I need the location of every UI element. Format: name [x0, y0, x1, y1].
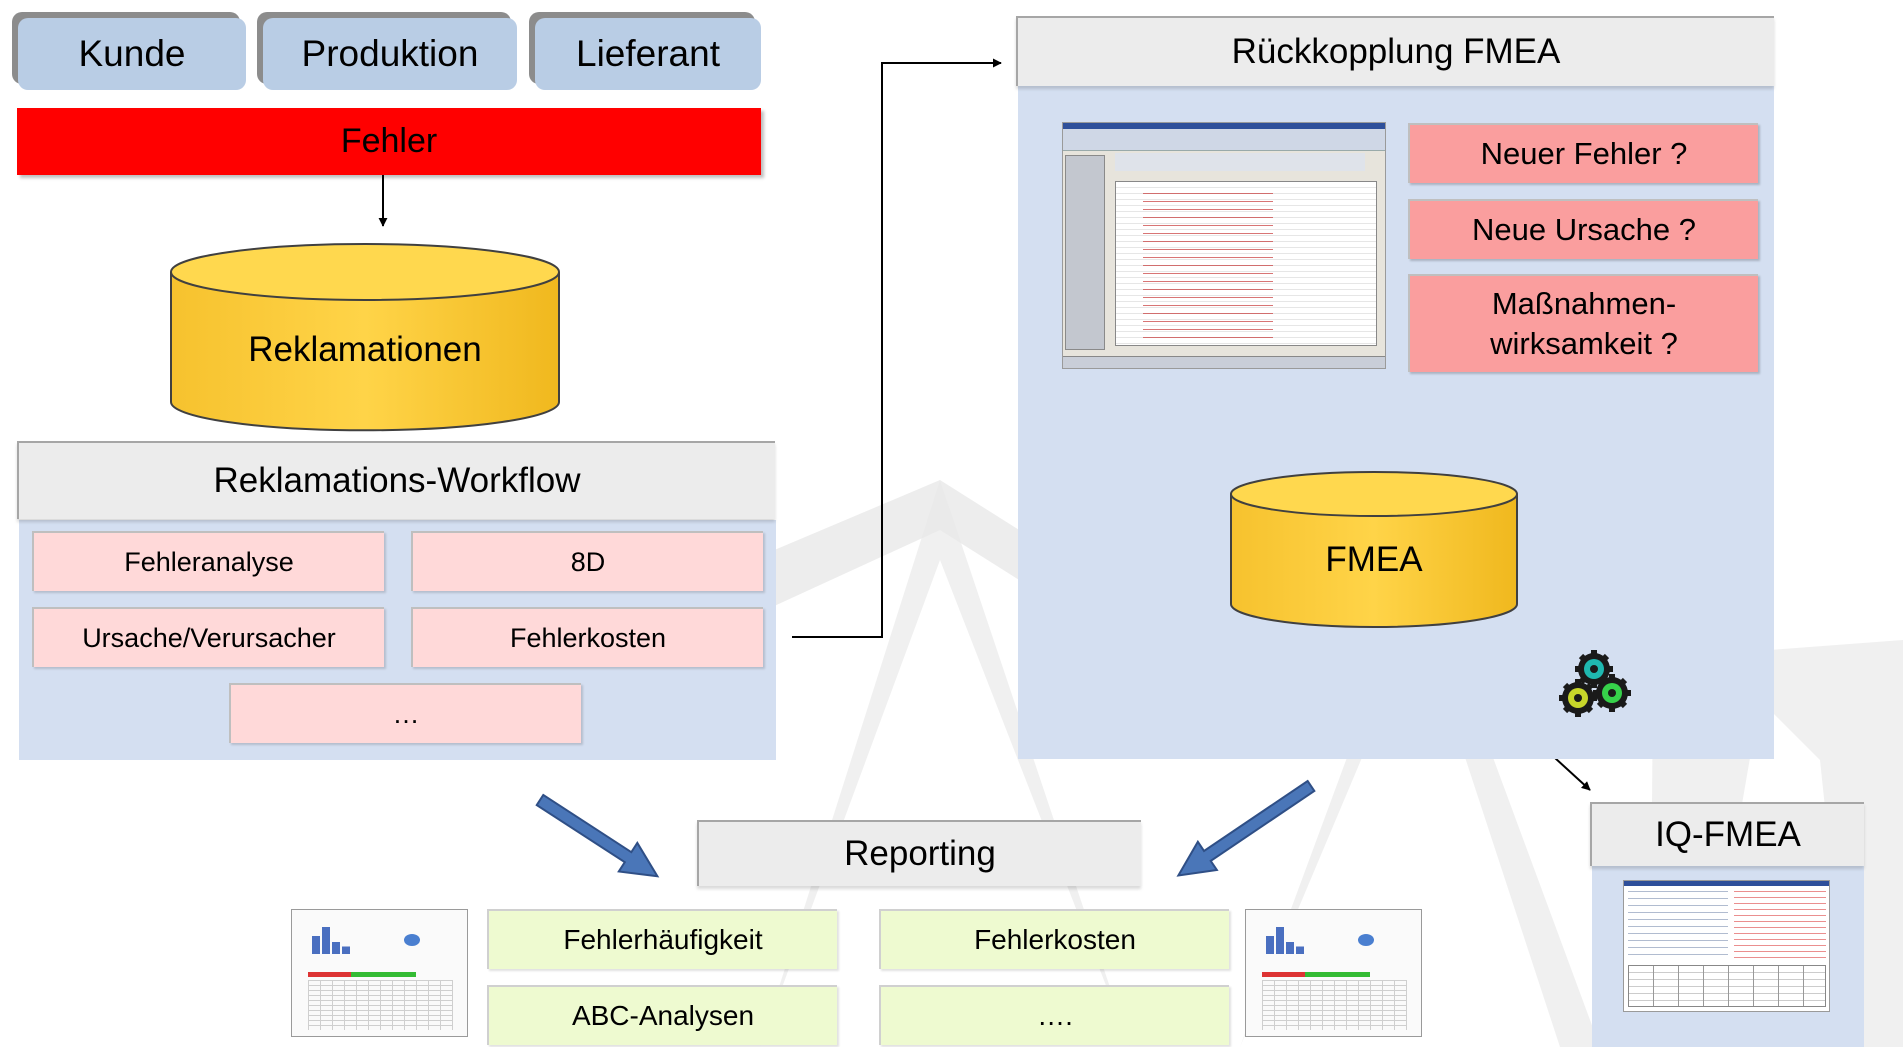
report-item-fehlerhaeufigkeit: Fehlerhäufigkeit	[487, 909, 837, 969]
question-massnahmenwirksamkeit: Maßnahmen- wirksamkeit ?	[1408, 274, 1758, 372]
screenshot-form	[1115, 153, 1365, 171]
workflow-item-ursache: Ursache/Verursacher	[32, 607, 384, 667]
iqfmea-header: IQ-FMEA	[1590, 802, 1864, 866]
reporting-header: Reporting	[697, 820, 1141, 886]
workflow-item-8d: 8D	[411, 531, 763, 591]
workflow-item-fehleranalyse: Fehleranalyse	[32, 531, 384, 591]
workflow-title: Reklamations-Workflow	[213, 461, 581, 500]
report-item-abc-analysen: ABC-Analysen	[487, 985, 837, 1045]
iqfmea-shot-titlebar	[1624, 881, 1829, 886]
report-shot-status-row	[308, 972, 416, 977]
fmea-software-screenshot	[1062, 122, 1386, 369]
tab-label: Lieferant	[576, 33, 720, 74]
question-neue-ursache: Neue Ursache ?	[1408, 199, 1758, 259]
rueckkopplung-header: Rückkopplung FMEA	[1016, 16, 1774, 86]
reporting-title: Reporting	[844, 834, 996, 873]
report-item-more: ….	[879, 985, 1229, 1045]
gear-cluster-icon	[1559, 650, 1631, 717]
screenshot-tree-lines	[1143, 193, 1273, 338]
fehler-label: Fehler	[340, 122, 438, 160]
report-shot-table	[308, 980, 453, 1030]
report-shot-chart	[312, 924, 356, 954]
blue-arrow-right	[1176, 779, 1316, 877]
fmea-db-label: FMEA	[1325, 540, 1423, 579]
iqfmea-shot-list	[1734, 891, 1826, 961]
iqfmea-shot-table	[1628, 965, 1826, 1007]
tab-label: Kunde	[78, 33, 186, 74]
screenshot-toolbar	[1063, 129, 1385, 151]
connector-workflow-to-fmea	[792, 58, 1002, 638]
workflow-header: Reklamations-Workflow	[17, 441, 775, 519]
report-shot-status-row	[1262, 972, 1370, 977]
tab-produktion: Produktion	[263, 18, 517, 90]
blue-arrow-left	[535, 793, 660, 878]
rueckkopplung-title: Rückkopplung FMEA	[1231, 32, 1561, 71]
report-shot-pie	[1358, 934, 1374, 946]
screenshot-sidebar	[1065, 155, 1105, 350]
report-screenshot-right	[1245, 909, 1422, 1037]
fehler-bar: Fehler	[17, 108, 761, 175]
tab-lieferant: Lieferant	[535, 18, 761, 90]
workflow-item-fehlerkosten: Fehlerkosten	[411, 607, 763, 667]
report-screenshot-left	[291, 909, 468, 1037]
tab-kunde: Kunde	[18, 18, 246, 90]
tab-label: Produktion	[301, 33, 479, 74]
workflow-item-more: …	[229, 683, 581, 743]
report-item-fehlerkosten: Fehlerkosten	[879, 909, 1229, 969]
reklamationen-label: Reklamationen	[248, 330, 482, 369]
report-shot-chart	[1266, 924, 1310, 954]
question-neuer-fehler: Neuer Fehler ?	[1408, 123, 1758, 183]
iqfmea-title: IQ-FMEA	[1655, 815, 1801, 854]
fmea-database-icon	[1230, 471, 1518, 628]
iqfmea-shot-tree	[1628, 891, 1728, 961]
screenshot-titlebar	[1063, 123, 1385, 129]
report-shot-table	[1262, 980, 1407, 1030]
reklamationen-database-icon	[170, 243, 560, 432]
iqfmea-screenshot	[1623, 880, 1830, 1012]
report-shot-pie	[404, 934, 420, 946]
screenshot-taskbar	[1063, 356, 1385, 368]
